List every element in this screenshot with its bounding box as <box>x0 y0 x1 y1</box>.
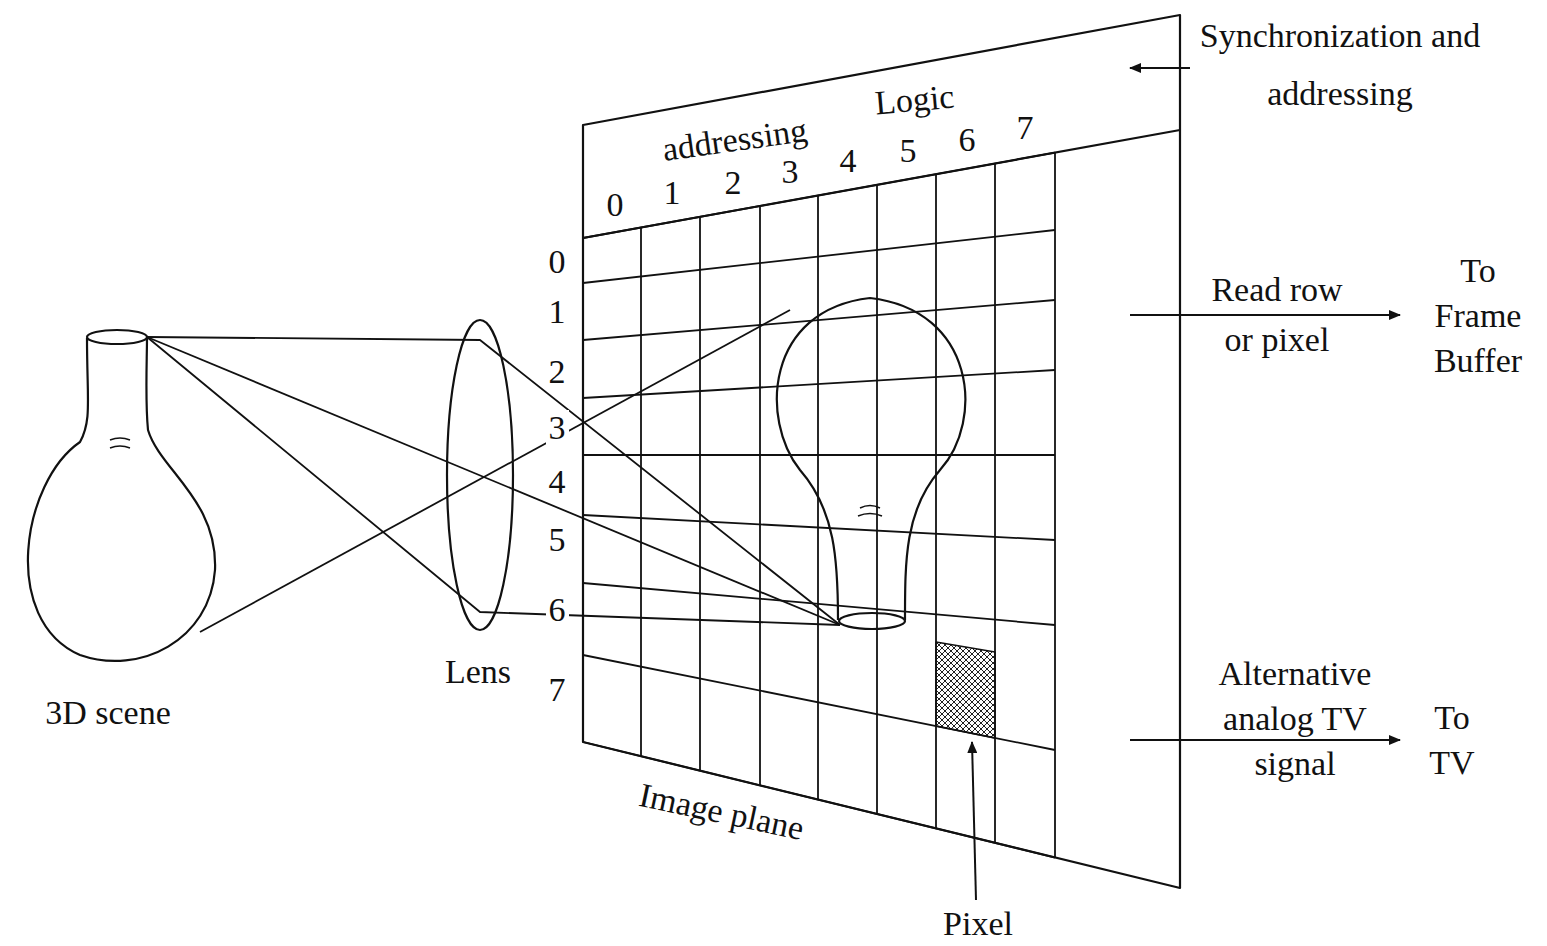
column-number: 2 <box>725 163 742 203</box>
column-number: 4 <box>840 141 857 181</box>
pixel-leader <box>972 742 976 900</box>
signal-label: Synchronization and addressing <box>1195 7 1485 123</box>
column-number: 7 <box>1017 108 1034 148</box>
tv-arrow <box>1130 739 1400 741</box>
grid-column-line <box>699 217 701 771</box>
column-number: 6 <box>959 120 976 160</box>
signal-label: Alternative analog TV signal <box>1200 651 1390 786</box>
image-bulb-mark <box>858 506 882 517</box>
pixel-cell <box>936 642 995 738</box>
row-number: 3 <box>546 410 569 446</box>
grid-row-line <box>583 153 1055 238</box>
row-number: 7 <box>546 672 569 708</box>
part-label: Image plane <box>636 775 808 849</box>
image-bulb <box>777 298 965 620</box>
part-label: Lens <box>445 652 511 692</box>
row-number: 5 <box>546 522 569 558</box>
grid-row-line <box>583 655 1055 750</box>
column-number: 3 <box>782 152 799 192</box>
scene-bulb-base <box>87 330 147 344</box>
destination-label: To Frame Buffer <box>1419 248 1537 383</box>
grid-row-line <box>583 742 1055 858</box>
grid-row-line <box>583 583 1055 625</box>
grid-column-line <box>935 174 937 828</box>
image-plane <box>583 15 1180 888</box>
scene-bulb <box>28 338 215 661</box>
grid-column-line <box>582 238 584 742</box>
grid-row-line <box>583 515 1055 540</box>
read-arrow <box>1130 314 1400 316</box>
grid-row-line <box>583 230 1055 283</box>
column-number: 0 <box>607 185 624 225</box>
light-ray <box>147 337 840 625</box>
row-number: 1 <box>546 294 569 330</box>
grid-column-line <box>759 206 761 785</box>
grid-column-line <box>640 228 642 757</box>
image-bulb-base <box>839 613 905 629</box>
part-label: Pixel <box>943 904 1013 944</box>
destination-label: To TV <box>1417 695 1487 785</box>
sync-arrow <box>1130 67 1190 69</box>
light-ray <box>200 310 790 632</box>
grid-column-line <box>1054 153 1056 858</box>
grid-column-line <box>876 185 878 814</box>
grid-row-line <box>583 300 1055 340</box>
grid-column-line <box>994 163 996 842</box>
row-number: 4 <box>546 464 569 500</box>
row-number: 2 <box>546 354 569 390</box>
column-number: 1 <box>664 173 681 213</box>
signal-label: Read row or pixel <box>1197 265 1357 365</box>
row-number: 6 <box>546 592 569 628</box>
light-ray <box>147 337 840 625</box>
part-label: 3D scene <box>45 693 171 733</box>
scene-bulb-mark <box>110 438 130 448</box>
grid-row-line <box>583 454 1055 456</box>
row-number: 0 <box>546 244 569 280</box>
light-ray <box>147 337 840 625</box>
heading-label: Logic <box>874 77 956 124</box>
grid-row-line <box>583 370 1055 398</box>
column-number: 5 <box>900 131 917 171</box>
